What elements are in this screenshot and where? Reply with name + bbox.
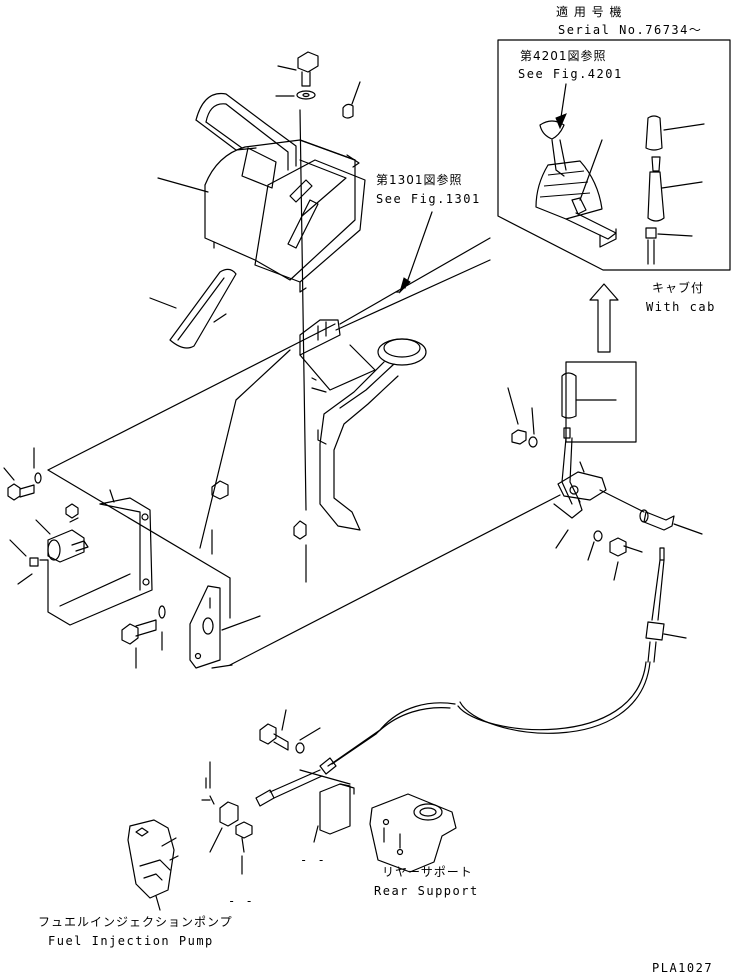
with-cab-en: With cab bbox=[646, 300, 716, 314]
small-brackets bbox=[211, 480, 307, 540]
fuel-pump-jp: フュエルインジェクションポンプ bbox=[38, 915, 233, 929]
nut-left bbox=[65, 503, 79, 523]
cab-lever bbox=[553, 427, 607, 519]
clamp-parts bbox=[201, 761, 253, 875]
inset-lever-knob-part bbox=[645, 115, 665, 265]
dash-label-a: - - bbox=[300, 853, 327, 867]
throttle-cable bbox=[375, 547, 687, 735]
upward-arrow bbox=[589, 283, 619, 353]
armrest-pad bbox=[149, 177, 237, 349]
cable-bracket bbox=[313, 783, 355, 843]
accelerator-pedal bbox=[317, 338, 427, 531]
left-plate bbox=[39, 489, 153, 626]
pedal-bracket bbox=[299, 319, 376, 393]
inset-leader-lines bbox=[555, 83, 705, 237]
lever-knob-rect bbox=[561, 361, 637, 443]
nut-right bbox=[507, 387, 538, 448]
inset-ref-jp: 第4201図参照 bbox=[520, 49, 607, 63]
lower-cable-rod bbox=[255, 729, 381, 807]
fig1301-ref-en: See Fig.1301 bbox=[376, 192, 481, 206]
bolt-left bbox=[3, 447, 42, 501]
small-plate bbox=[189, 585, 261, 669]
fuel-pump-lever bbox=[127, 819, 179, 911]
fig1301-leader bbox=[398, 211, 433, 294]
bolt-lower-cable bbox=[259, 709, 321, 754]
inset-ref-en: See Fig.4201 bbox=[518, 67, 623, 81]
fuel-pump-en: Fuel Injection Pump bbox=[48, 934, 214, 948]
applicable-serial-jp: 適 用 号 機 bbox=[556, 5, 623, 19]
switch-cylinder bbox=[9, 519, 89, 585]
cap-nut bbox=[342, 81, 361, 119]
serial-number: Serial No.76734～ bbox=[558, 23, 703, 37]
fig1301-ref-jp: 第1301図参照 bbox=[376, 173, 463, 187]
gear-lever-boot bbox=[535, 120, 617, 248]
bolt-lower-right bbox=[555, 529, 643, 581]
rear-support-jp: リヤーサポート bbox=[382, 865, 473, 879]
rear-support bbox=[369, 793, 457, 873]
drawing-code: PLA1027 bbox=[652, 961, 714, 975]
frame-outline bbox=[47, 237, 561, 669]
dash-label-b: - - bbox=[228, 894, 255, 908]
with-cab-jp: キャブ付 bbox=[652, 281, 705, 295]
rear-support-en: Rear Support bbox=[374, 884, 479, 898]
console-box bbox=[204, 139, 366, 293]
handle-bar bbox=[195, 92, 297, 171]
bolt-right bbox=[599, 489, 703, 535]
inset-frame bbox=[497, 39, 731, 271]
bolt-mid bbox=[121, 605, 166, 669]
bolt-top bbox=[275, 51, 319, 100]
vertical-rod bbox=[299, 109, 307, 583]
